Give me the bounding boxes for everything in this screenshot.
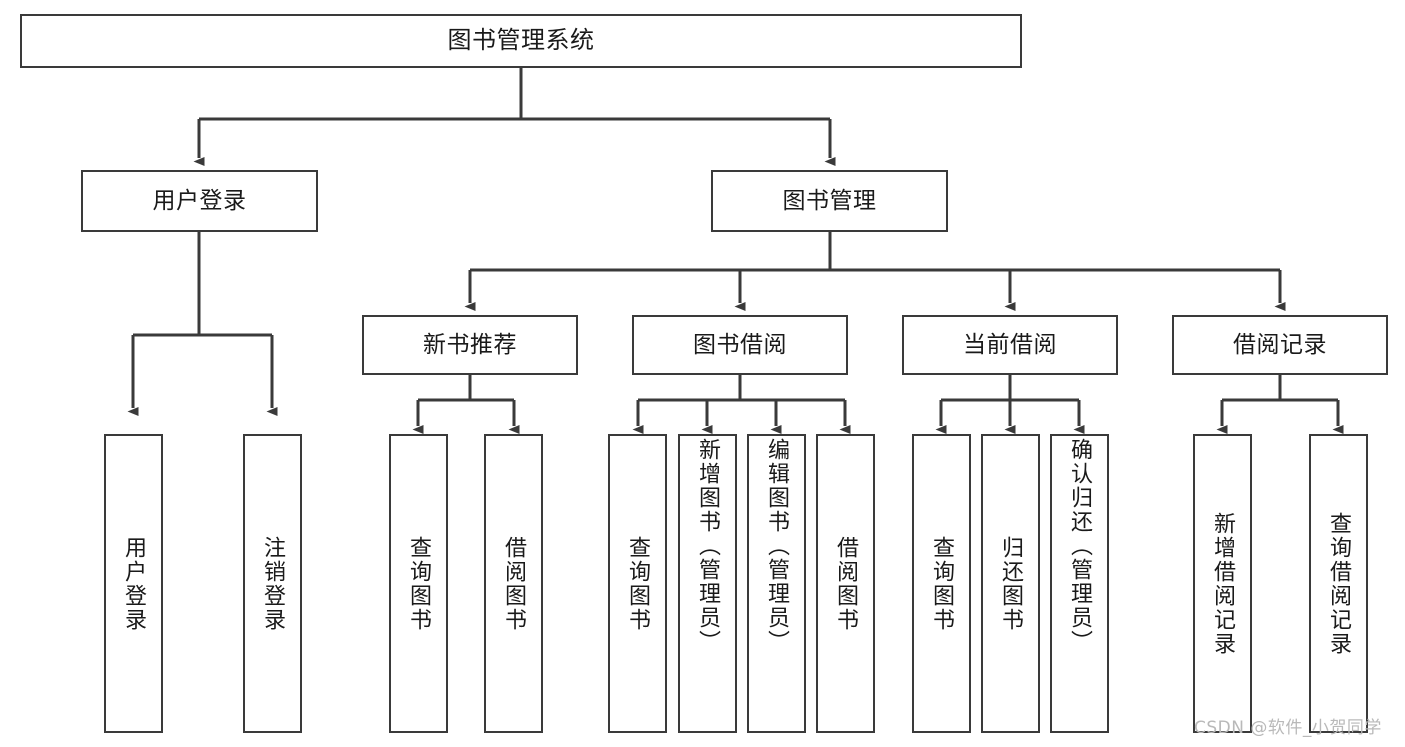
- leaf-add-book-label: 新增图书（管理员）: [695, 438, 721, 654]
- leaf-query-borrow-record-label: 查询借阅记录: [1326, 511, 1352, 656]
- node-root[interactable]: 图书管理系统: [20, 14, 1022, 68]
- leaf-return-book[interactable]: 归还图书: [981, 434, 1040, 733]
- leaf-user-login-label: 用户登录: [121, 535, 147, 632]
- leaf-confirm-return-label: 确认归还（管理员）: [1067, 438, 1093, 654]
- node-new-book-recommendation-label: 新书推荐: [423, 331, 517, 358]
- edge-group-book-manage: [464, 232, 1286, 311]
- edge-group-root: [193, 68, 836, 166]
- leaf-borrow-book[interactable]: 借阅图书: [816, 434, 875, 733]
- leaf-add-borrow-record[interactable]: 新增借阅记录: [1193, 434, 1252, 733]
- node-root-label: 图书管理系统: [447, 26, 595, 55]
- node-current-borrowing[interactable]: 当前借阅: [902, 315, 1118, 375]
- leaf-confirm-return[interactable]: 确认归还（管理员）: [1050, 434, 1109, 733]
- node-user-login[interactable]: 用户登录: [81, 170, 318, 232]
- leaf-borrow-book-label: 借阅图书: [833, 535, 859, 632]
- leaf-user-login[interactable]: 用户登录: [104, 434, 163, 733]
- node-user-login-label: 用户登录: [152, 187, 247, 214]
- leaf-query-book-recommend[interactable]: 查询图书: [389, 434, 448, 733]
- leaf-query-book-borrow-label: 查询图书: [625, 535, 651, 632]
- edge-group-book-borrow: [632, 375, 851, 434]
- leaf-edit-book[interactable]: 编辑图书（管理员）: [747, 434, 806, 733]
- edge-group-current-borrow: [935, 375, 1085, 434]
- edge-group-new-book-rec: [412, 375, 520, 434]
- node-book-manage[interactable]: 图书管理: [711, 170, 948, 232]
- node-book-borrowing[interactable]: 图书借阅: [632, 315, 848, 375]
- leaf-add-book[interactable]: 新增图书（管理员）: [678, 434, 737, 733]
- edge-group-borrow-record: [1216, 375, 1344, 434]
- leaf-logout[interactable]: 注销登录: [243, 434, 302, 733]
- leaf-query-book-borrow[interactable]: 查询图书: [608, 434, 667, 733]
- leaf-query-borrow-record[interactable]: 查询借阅记录: [1309, 434, 1368, 733]
- node-new-book-recommendation[interactable]: 新书推荐: [362, 315, 578, 375]
- leaf-return-book-label: 归还图书: [998, 535, 1024, 632]
- node-book-borrowing-label: 图书借阅: [693, 331, 787, 358]
- node-borrowing-record[interactable]: 借阅记录: [1172, 315, 1388, 375]
- leaf-borrow-book-recommend-label: 借阅图书: [501, 535, 527, 632]
- leaf-add-borrow-record-label: 新增借阅记录: [1210, 511, 1236, 656]
- node-borrowing-record-label: 借阅记录: [1233, 331, 1327, 358]
- leaf-borrow-book-recommend[interactable]: 借阅图书: [484, 434, 543, 733]
- node-current-borrowing-label: 当前借阅: [963, 331, 1057, 358]
- leaf-edit-book-label: 编辑图书（管理员）: [764, 438, 790, 654]
- edge-group-user-login: [127, 232, 278, 416]
- node-book-manage-label: 图书管理: [782, 187, 877, 214]
- leaf-query-book-current[interactable]: 查询图书: [912, 434, 971, 733]
- leaf-logout-label: 注销登录: [260, 535, 286, 632]
- leaf-query-book-current-label: 查询图书: [929, 535, 955, 632]
- leaf-query-book-recommend-label: 查询图书: [406, 535, 432, 632]
